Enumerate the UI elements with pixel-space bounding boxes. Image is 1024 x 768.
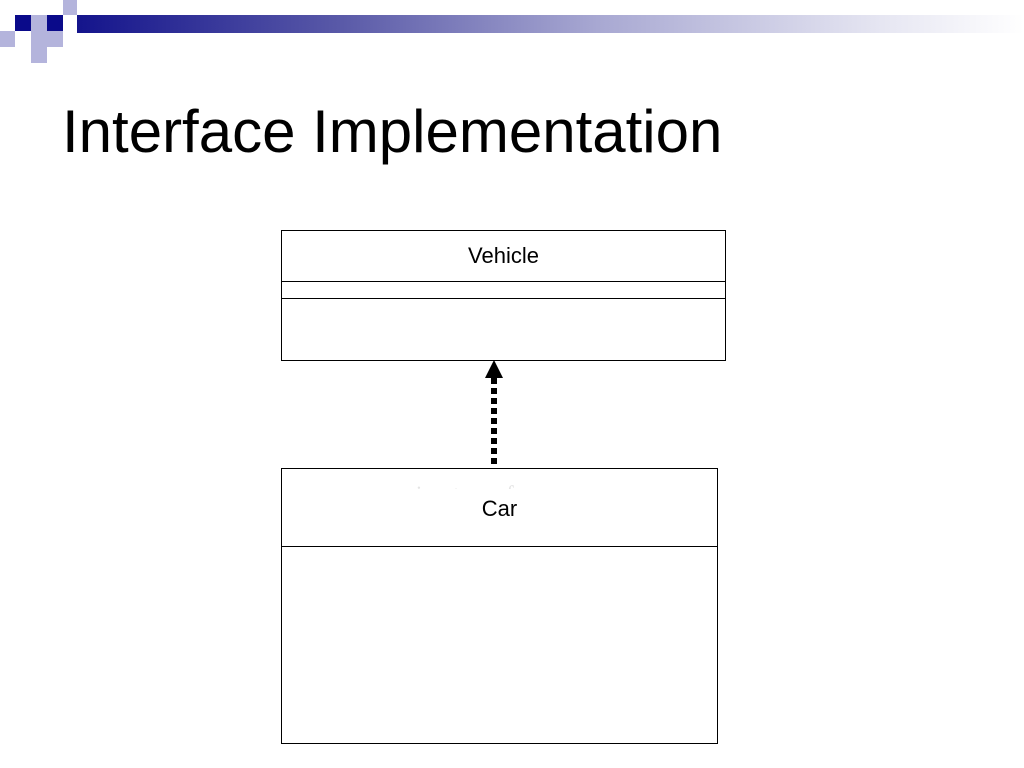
attributes-compartment — [282, 282, 725, 299]
class-name-compartment: «interface» Car — [282, 469, 717, 547]
filled-arrowhead — [485, 360, 503, 378]
decor-square — [63, 0, 77, 15]
decor-square — [15, 15, 31, 31]
decor-square — [31, 31, 47, 47]
class-name-label: Car — [481, 496, 518, 521]
decor-square — [31, 47, 47, 63]
uml-class-car: «interface» Car — [281, 468, 718, 744]
decor-square — [0, 31, 15, 47]
class-name-compartment: Vehicle — [282, 231, 725, 282]
class-name-label: Vehicle — [468, 243, 539, 268]
faded-stereotype-text: «interface» — [282, 479, 717, 489]
decor-square — [31, 15, 47, 31]
slide-title: Interface Implementation — [62, 98, 723, 165]
uml-class-vehicle: Vehicle — [281, 230, 726, 361]
header-gradient-bar — [77, 15, 1024, 33]
decor-square — [47, 31, 63, 47]
decor-square — [47, 15, 63, 31]
